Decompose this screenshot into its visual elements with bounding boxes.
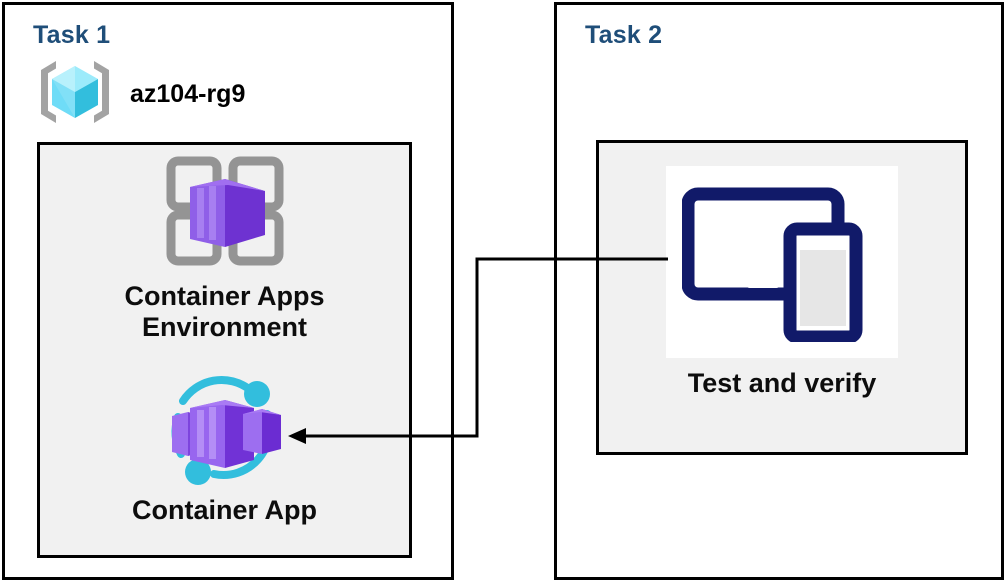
container-app-label: Container App [132,495,317,525]
container-app-icon [150,370,300,493]
task-1-title: Task 1 [33,21,111,49]
resource-group-header: az104-rg9 [36,58,245,131]
test-and-verify-devices-icon [666,166,898,358]
resource-group-icon [36,58,114,131]
container-app-node[interactable]: Container App [37,370,412,526]
test-and-verify-node[interactable]: Test and verify [596,166,968,399]
task-2-title: Task 2 [585,21,663,49]
test-and-verify-label: Test and verify [687,368,877,398]
container-apps-environment-node[interactable]: Container Apps Environment [37,152,412,344]
container-apps-environment-icon [162,152,288,275]
resource-group-name: az104-rg9 [130,80,246,108]
container-apps-environment-label: Container Apps Environment [124,281,325,343]
